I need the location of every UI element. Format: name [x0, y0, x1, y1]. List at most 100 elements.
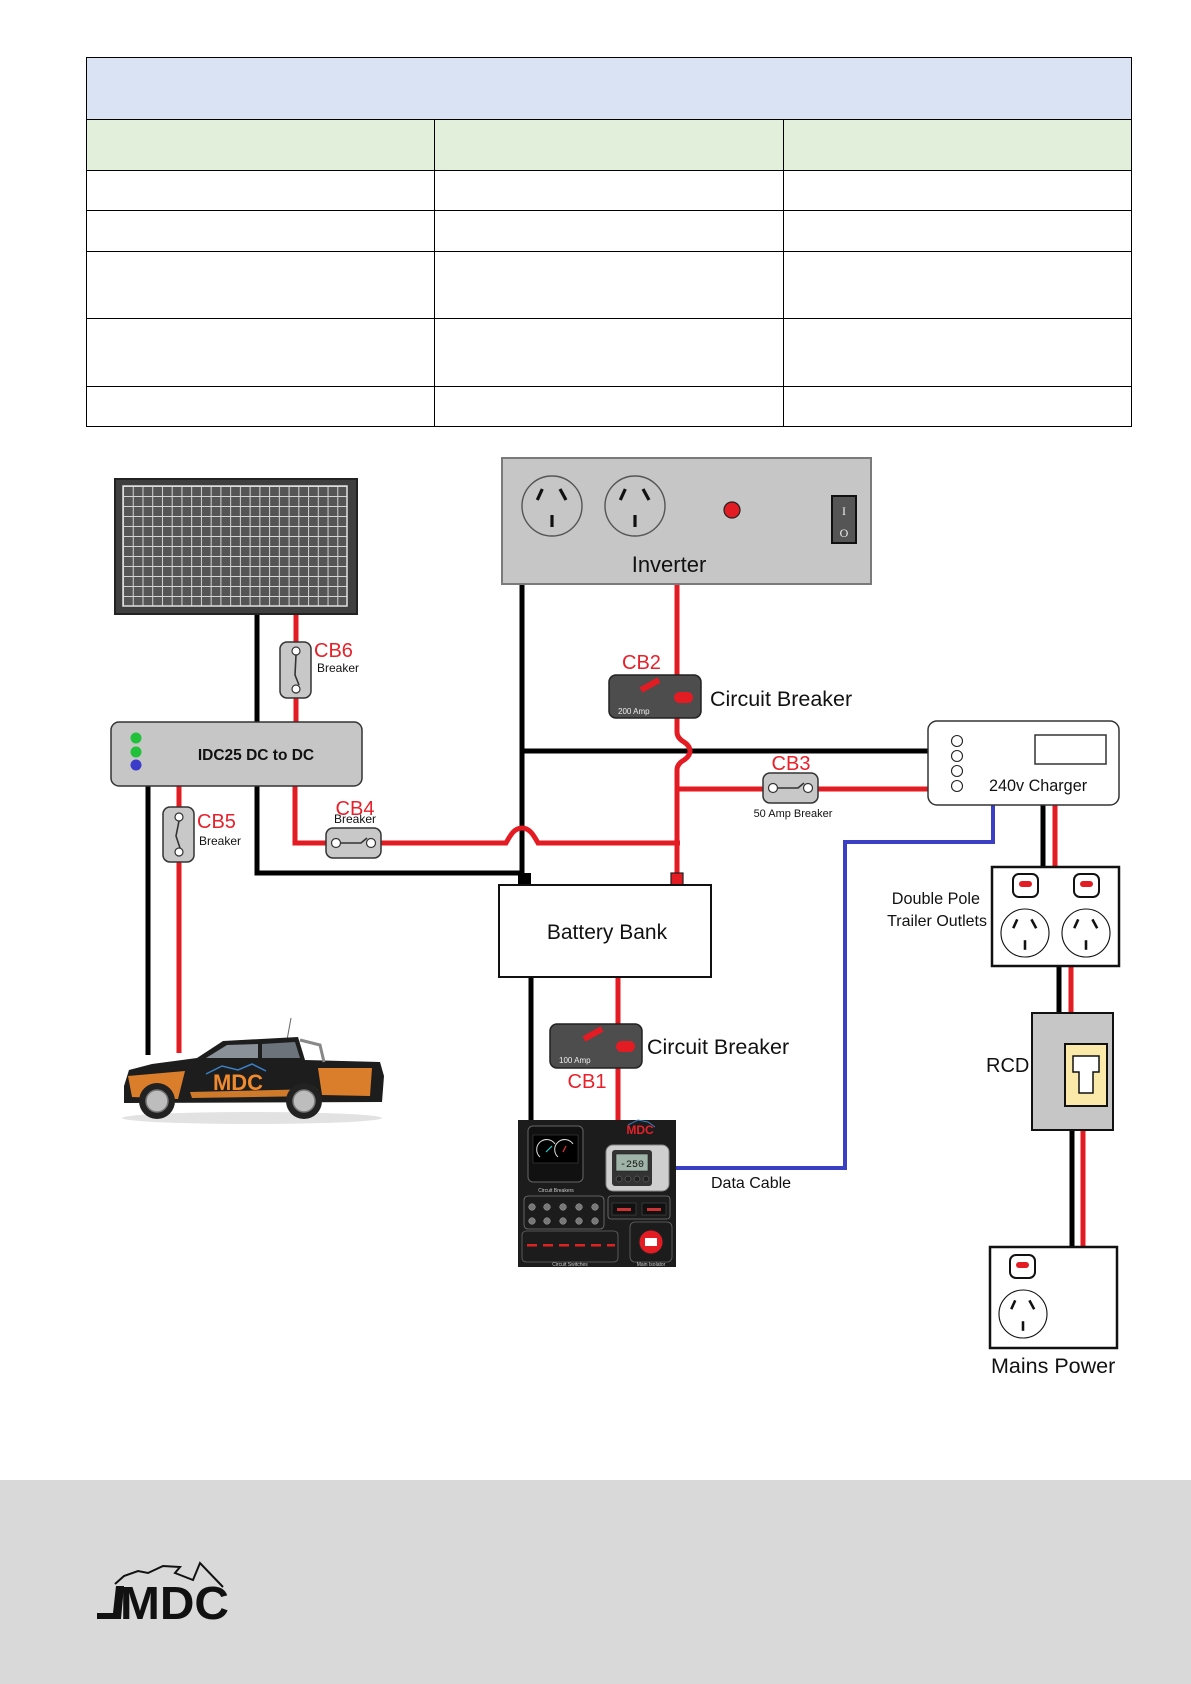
solar-panel [114, 478, 358, 615]
cb6-tag: CB6 [314, 640, 353, 662]
wiring-diagram: I O Inverter CB6 Breaker IDC25 DC to DC … [110, 457, 1121, 1378]
table-row [86, 386, 1133, 427]
wire-cb2-to-battery [674, 718, 693, 879]
battery-body [498, 884, 712, 978]
wire-dcdc-to-cb4 [292, 786, 326, 846]
spec-table [85, 57, 1133, 427]
panel-brand-logo: MDC [626, 1123, 654, 1137]
logo-swoosh-icon [97, 1586, 124, 1619]
battery-bank: Battery Bank [498, 872, 712, 978]
table-cell [86, 318, 435, 387]
charger-label: 240v Charger [989, 777, 1088, 795]
status-led-icon [130, 746, 142, 758]
table-header-row [86, 119, 1133, 171]
indicator-led-icon [950, 764, 964, 778]
cb3-label: 50 Amp Breaker [754, 808, 833, 820]
table-title [85, 57, 1133, 120]
vehicle-decal: MDC [213, 1070, 263, 1095]
table-header-cell [434, 119, 784, 171]
table-row [86, 251, 1133, 319]
switch-on-mark: I [842, 504, 846, 518]
dc-to-dc-label: IDC25 DC to DC [198, 747, 314, 764]
battery-negative-terminal [518, 873, 531, 886]
page-footer: MDC [0, 1480, 1191, 1684]
breaker-cb3: CB3 50 Amp Breaker [754, 753, 833, 820]
outlets-label-line2: Trailer Outlets [887, 913, 987, 930]
volt-amp-meters [607, 1195, 671, 1220]
breaker-cb4: CB4 Breaker [325, 798, 382, 859]
power-indicator-led [723, 501, 741, 519]
indicator-led-icon [950, 734, 964, 748]
cb2-rating: 200 Amp [618, 707, 650, 716]
control-panel: MDC -250 Circuit Breakers Circuit Switch… [518, 1119, 676, 1268]
inverter-power-switch: I O [831, 495, 857, 544]
breaker-cb1: 100 Amp Circuit Breaker CB1 [549, 1023, 789, 1093]
vehicle-body [124, 1037, 384, 1103]
status-led-icon [130, 732, 142, 744]
data-cable-wire [676, 805, 995, 1170]
wire-dcdc-to-battery-negative [254, 786, 524, 876]
cb1-label: Circuit Breaker [647, 1035, 789, 1059]
table-header-cell [782, 119, 1133, 171]
battery-label: Battery Bank [547, 921, 668, 944]
dc-to-dc-body [110, 721, 363, 787]
table-cell [782, 386, 1133, 427]
breaker-icon [162, 806, 195, 863]
cb5-label: Breaker [199, 834, 241, 848]
breakers-label: Circuit Breakers [538, 1188, 574, 1194]
circuit-breaker-icon [608, 674, 702, 719]
rcd: RCD [986, 1012, 1114, 1131]
tow-vehicle: MDC [122, 1017, 384, 1124]
inverter-label: Inverter [632, 552, 707, 577]
indicator-led-icon [950, 749, 964, 763]
cb4-tag: CB4 [336, 798, 375, 820]
table-cell [434, 170, 784, 211]
table-cell [434, 386, 784, 427]
table-cell [434, 318, 784, 387]
cb4-label: Breaker [334, 812, 376, 826]
data-cable-label: Data Cable [711, 1175, 791, 1192]
table-row [86, 318, 1133, 387]
cb3-tag: CB3 [772, 753, 811, 775]
logo-mountain-icon [114, 1561, 224, 1588]
cb2-tag: CB2 [622, 652, 661, 674]
mains-charger: 240v Charger [927, 720, 1120, 806]
outlets-label-line1: Double Pole [892, 890, 980, 908]
table-cell [782, 318, 1133, 387]
indicator-led-icon [950, 779, 964, 793]
cb1-rating: 100 Amp [559, 1056, 591, 1065]
switch-bank [521, 1230, 619, 1263]
wire-cb4-to-bus [381, 825, 680, 846]
rocker-switch-icon [831, 495, 857, 544]
switch-off-mark: O [840, 526, 849, 540]
isolator-label: Main Isolator [637, 1262, 666, 1268]
cb6-label: Breaker [317, 661, 359, 675]
cb5-tag: CB5 [197, 811, 236, 833]
breaker-cb2: 200 Amp CB2 Circuit Breaker [608, 652, 852, 719]
mains-power-outlet: Mains Power [988, 1245, 1119, 1378]
cb1-tag: CB1 [568, 1071, 607, 1093]
charger-display [1034, 734, 1107, 765]
table-title-row [85, 57, 1133, 120]
rcd-label: RCD [986, 1055, 1029, 1077]
footer-logo: MDC [97, 1561, 229, 1629]
main-isolator [629, 1221, 673, 1263]
breaker-bank [523, 1195, 605, 1230]
switches-label: Circuit Switches [552, 1262, 588, 1268]
breaker-buttons [528, 1203, 599, 1225]
trailer-outlets: Double Pole Trailer Outlets [887, 865, 1121, 968]
cb2-label: Circuit Breaker [710, 687, 852, 711]
inverter: I O Inverter [501, 457, 872, 585]
logo-text: MDC [120, 1577, 229, 1629]
breaker-cb5: CB5 Breaker [162, 806, 241, 863]
monitor-reading: -250 [620, 1160, 644, 1171]
table-cell [86, 386, 435, 427]
positive-wires [176, 584, 1086, 1247]
rcd-toggle-icon [1072, 1055, 1100, 1094]
solar-cell-grid [122, 485, 348, 607]
table-row [86, 210, 1133, 252]
dc-to-dc-charger: IDC25 DC to DC [110, 721, 363, 787]
mains-label: Mains Power [991, 1354, 1115, 1378]
circuit-breaker-icon [549, 1023, 643, 1069]
breaker-cb6: CB6 Breaker [279, 640, 359, 699]
